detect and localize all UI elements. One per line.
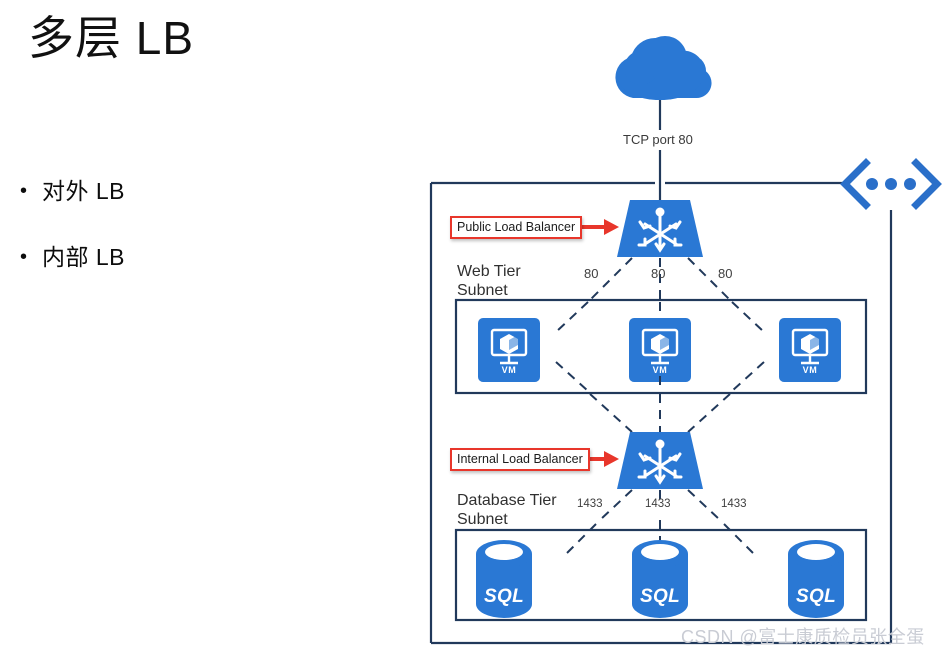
web-tier-label-line1: Web Tier (457, 263, 521, 280)
internal-load-balancer-callout: Internal Load Balancer (450, 448, 590, 471)
bullet-text: 对外 LB (42, 178, 126, 204)
database-tier-label-line1: Database Tier (457, 492, 557, 509)
web-tier-label-line2: Subnet (457, 282, 508, 299)
sql-label: SQL (484, 586, 524, 607)
vm-label: VM (652, 365, 668, 375)
web-to-internal-lb-connectors (555, 361, 765, 433)
public-load-balancer-icon (617, 200, 703, 257)
database-port-label: 1433 (577, 498, 603, 510)
cloud-icon (615, 36, 712, 100)
web-tier-subnet-connectors (555, 301, 765, 333)
bullet-text: 内部 LB (42, 244, 126, 270)
database-tier-label: Database Tier Subnet (457, 491, 557, 529)
page-title: 多层 LB (28, 12, 195, 64)
vm-node: VM (478, 318, 540, 382)
vm-label: VM (802, 365, 818, 375)
sql-node: SQL (625, 548, 695, 632)
vm-node: VM (779, 318, 841, 382)
bullet-list: • 对外 LB • 内部 LB (20, 175, 380, 307)
virtual-network-icon (840, 158, 942, 210)
web-port-label: 80 (584, 266, 599, 281)
vm-glyph-group (490, 328, 829, 365)
database-port-label: 1433 (645, 498, 671, 510)
internal-load-balancer-icon (617, 432, 703, 489)
public-lb-callout-arrow (579, 219, 619, 235)
internet-port-label: TCP port 80 (623, 132, 693, 147)
database-port-label: 1433 (721, 498, 747, 510)
vm-label: VM (501, 365, 517, 375)
bullet-marker-icon: • (20, 180, 28, 202)
watermark: CSDN @富士康质检员张全蛋 (681, 627, 925, 647)
database-tier-label-line2: Subnet (457, 511, 508, 528)
list-item: • 对外 LB (20, 175, 380, 207)
vm-node: VM (629, 318, 691, 382)
sql-label: SQL (640, 586, 680, 607)
internal-lb-callout-arrow (585, 451, 619, 467)
bullet-marker-icon: • (20, 246, 28, 268)
web-port-label: 80 (718, 266, 733, 281)
web-port-label: 80 (651, 266, 666, 281)
list-item: • 内部 LB (20, 241, 380, 273)
web-tier-subnet-box (454, 298, 868, 395)
sql-node: SQL (469, 548, 539, 632)
sql-node: SQL (781, 548, 851, 632)
vm-cube-glyph-group (500, 334, 819, 354)
vm-cube-shade-group (509, 335, 819, 350)
sql-label: SQL (796, 586, 836, 607)
public-load-balancer-callout: Public Load Balancer (450, 216, 583, 239)
web-tier-label: Web Tier Subnet (457, 262, 521, 300)
